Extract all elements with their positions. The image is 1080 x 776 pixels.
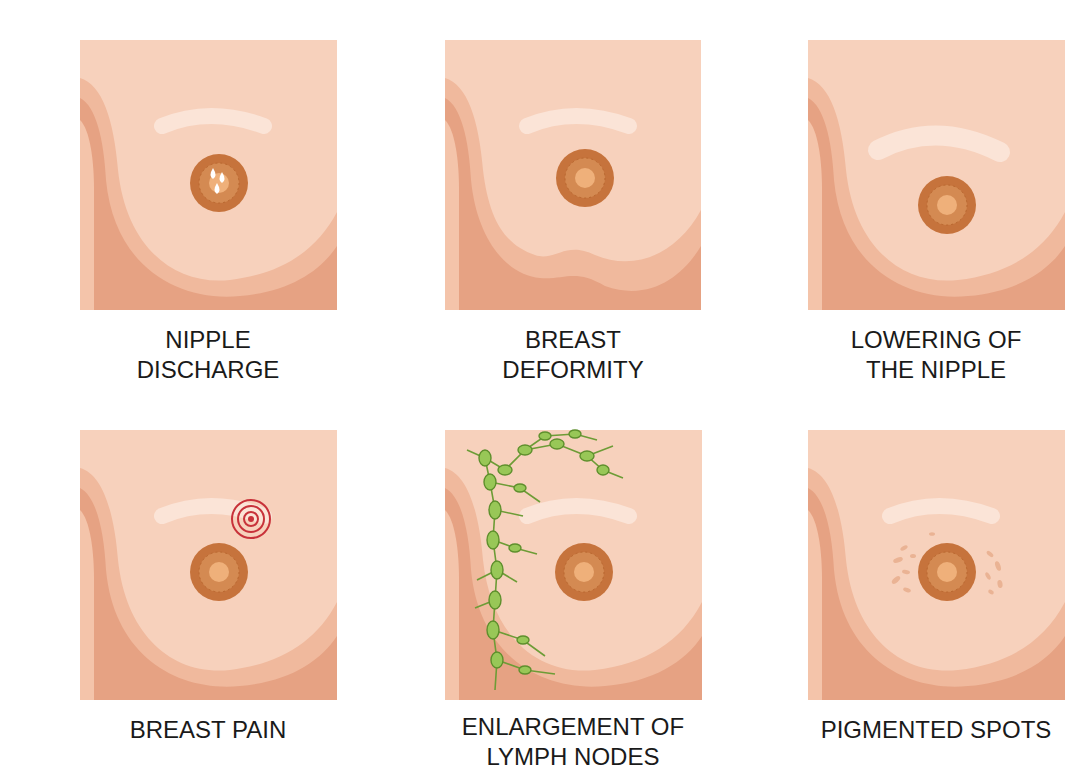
panel-discharge bbox=[80, 40, 337, 310]
panel-pain bbox=[80, 430, 337, 700]
symptom-label: BREAST PAIN bbox=[58, 715, 358, 745]
symptom-label: NIPPLE DISCHARGE bbox=[108, 325, 308, 385]
panel-lymph bbox=[445, 430, 702, 700]
symptom-label: BREAST DEFORMITY bbox=[473, 325, 673, 385]
panel-spots bbox=[808, 430, 1065, 700]
symptom-label: PIGMENTED SPOTS bbox=[786, 715, 1080, 745]
symptom-label: ENLARGEMENT OF LYMPH NODES bbox=[453, 712, 693, 772]
symptom-label: LOWERING OF THE NIPPLE bbox=[846, 325, 1026, 385]
panel-lowering bbox=[808, 40, 1065, 310]
panel-deformity bbox=[445, 40, 701, 310]
